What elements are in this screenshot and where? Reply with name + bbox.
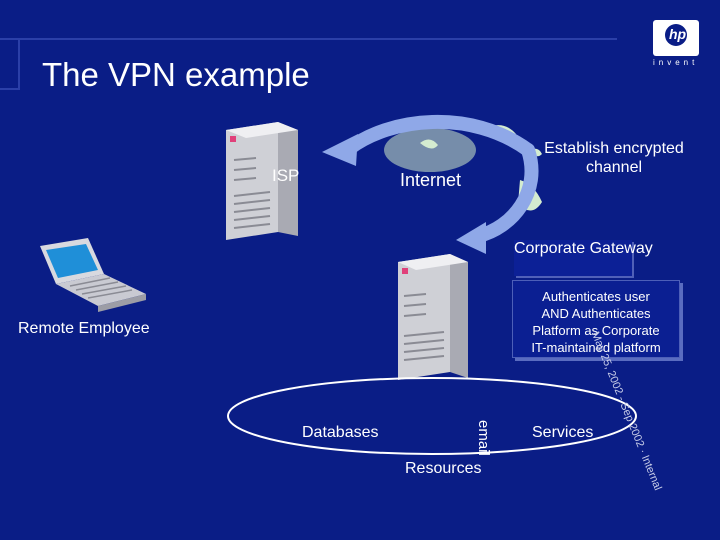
slide-title: The VPN example bbox=[42, 56, 310, 93]
resources-ellipse bbox=[227, 377, 637, 455]
auth-line-2: AND Authenticates bbox=[541, 306, 651, 321]
hp-logo-box: hp bbox=[653, 20, 699, 56]
authentication-callout: Authenticates user AND Authenticates Pla… bbox=[512, 280, 680, 358]
databases-label: Databases bbox=[302, 424, 379, 441]
corporate-gateway-label: Corporate Gateway bbox=[514, 240, 653, 276]
isp-server-icon bbox=[226, 122, 298, 240]
remote-employee-label: Remote Employee bbox=[18, 320, 150, 337]
internet-label: Internet bbox=[400, 170, 462, 190]
hp-logo-circle bbox=[665, 24, 687, 46]
email-rotated-label: email bbox=[475, 420, 492, 456]
laptop-icon bbox=[40, 238, 146, 312]
auth-line-4: IT-maintained platform bbox=[531, 340, 661, 355]
title-rule-top bbox=[0, 38, 617, 40]
isp-label: ISP bbox=[272, 166, 300, 185]
auth-line-3: Platform as Corporate bbox=[532, 323, 660, 338]
hp-logo: hp invent bbox=[647, 18, 705, 68]
resources-label: Resources bbox=[405, 460, 482, 477]
arrow-to-gateway bbox=[456, 143, 539, 254]
establish-encrypted-channel-label: Establish encrypted channel bbox=[544, 140, 684, 176]
auth-line-1: Authenticates user bbox=[542, 289, 650, 304]
arrow-to-isp bbox=[322, 114, 535, 166]
gateway-server-icon bbox=[398, 254, 468, 380]
title-rule-left bbox=[0, 38, 20, 90]
hp-logo-text: hp bbox=[669, 26, 687, 42]
services-label: Services bbox=[532, 424, 594, 441]
hp-logo-tagline: invent bbox=[653, 58, 699, 67]
title-rule-bottom bbox=[0, 88, 20, 90]
